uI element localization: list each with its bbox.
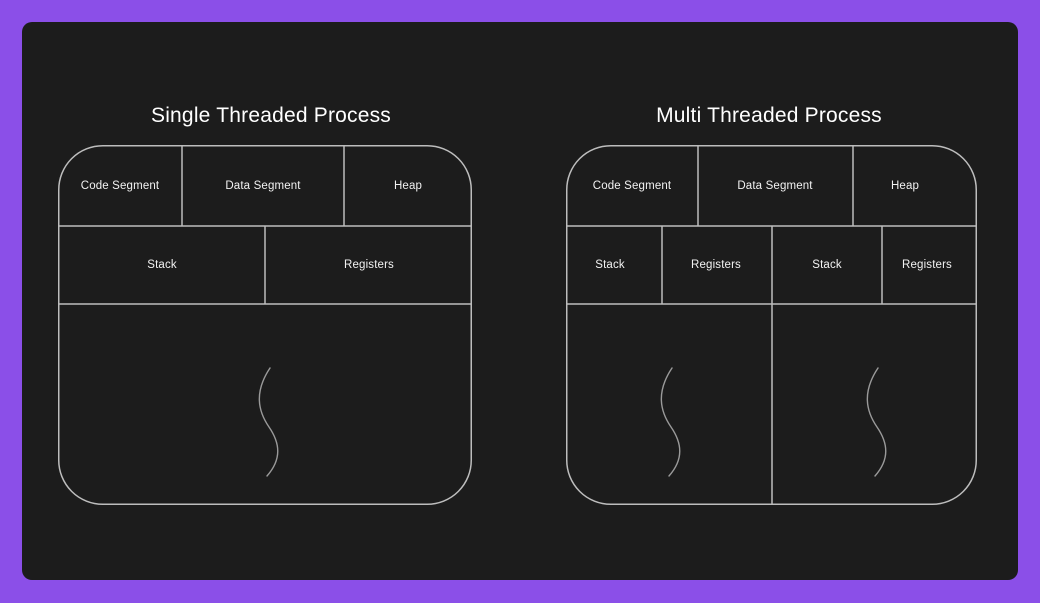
- panel-title-multi-threaded: Multi Threaded Process: [656, 104, 882, 127]
- squiggle-icon: [866, 367, 887, 477]
- panel-single-threaded: Single Threaded Process Code Segm: [22, 22, 520, 580]
- process-diagram-multi: Code Segment Data Segment Heap Stack Reg…: [566, 145, 977, 505]
- diagram-card: Single Threaded Process Code Segm: [22, 22, 1018, 580]
- process-box-single: [58, 145, 472, 505]
- process-outline: [58, 145, 472, 505]
- process-box-multi: [566, 145, 977, 505]
- squiggle-icon: [660, 367, 681, 477]
- squiggle-icon: [258, 367, 279, 477]
- process-diagram-single: Code Segment Data Segment Heap Stack Reg…: [58, 145, 472, 505]
- panel-multi-threaded: Multi Threaded Process: [520, 22, 1018, 580]
- panel-title-single-threaded: Single Threaded Process: [150, 104, 392, 127]
